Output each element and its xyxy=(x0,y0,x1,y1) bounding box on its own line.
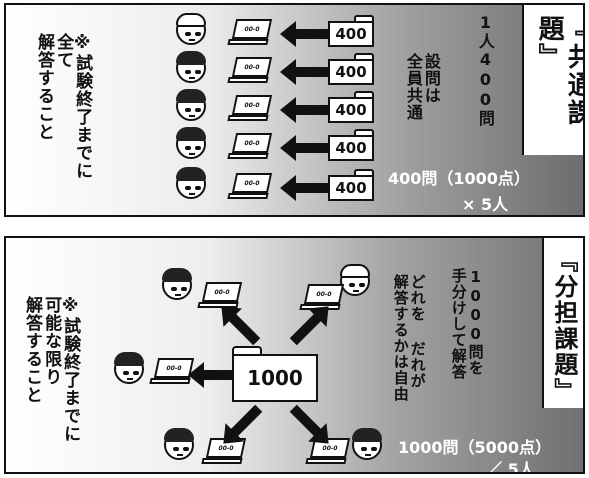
task-folder-1000: 1000 xyxy=(232,346,318,402)
laptop-2: 00-0 xyxy=(227,57,273,83)
laptop-5: 00-0 xyxy=(227,173,273,199)
panel-shared-task: ※試験終了までに 可能な限り 解答すること 00-0 00-0 00-0 00-… xyxy=(4,236,585,474)
member-face-tr xyxy=(340,264,370,296)
member-face-bl xyxy=(164,428,194,460)
arrow-up-right xyxy=(289,312,323,346)
arrow-down-left xyxy=(229,404,263,438)
bottom-caption-people: ／ 5人 xyxy=(486,460,535,474)
member-face-br xyxy=(352,428,382,460)
folder-5: 400 xyxy=(328,169,374,201)
member-face-1 xyxy=(176,13,206,45)
arrow-left xyxy=(188,362,236,388)
folder-1: 400 xyxy=(328,15,374,47)
top-title-box: 『共通課題』 xyxy=(522,5,585,155)
arrow-4 xyxy=(280,135,328,161)
arrow-down-right xyxy=(289,404,323,438)
bottom-title: 『分担課題』 xyxy=(549,248,578,404)
arrow-3 xyxy=(280,97,328,123)
member-face-left xyxy=(114,352,144,384)
bottom-note-text: ※試験終了までに 可能な限り 解答すること xyxy=(22,296,81,443)
bottom-title-box: 『分担課題』 xyxy=(542,238,583,408)
arrow-5 xyxy=(280,175,328,201)
panel-common-task: ※試験終了までに 全て 解答すること 00-0 400 00-0 400 00-… xyxy=(4,3,585,217)
arrow-1 xyxy=(280,21,328,47)
bottom-desc-line1: 1000問を 手分けして解答 xyxy=(449,268,485,380)
bottom-caption-count: 1000問（5000点） xyxy=(398,438,552,457)
top-desc-line2: 設問は 全員共通 xyxy=(403,53,441,121)
bottom-desc-line2: どれを だれが 解答するかは自由 xyxy=(391,274,427,402)
member-face-tl xyxy=(162,268,192,300)
member-face-4 xyxy=(176,127,206,159)
folder-3: 400 xyxy=(328,91,374,123)
top-caption-count: 400問（1000点） xyxy=(388,169,530,188)
laptop-3: 00-0 xyxy=(227,95,273,121)
top-desc-line1: 1人400問 xyxy=(475,13,495,127)
laptop-1: 00-0 xyxy=(227,19,273,45)
arrow-2 xyxy=(280,59,328,85)
top-title: 『共通課題』 xyxy=(534,15,585,127)
folder-4: 400 xyxy=(328,129,374,161)
top-caption-people: × 5人 xyxy=(462,195,509,214)
member-face-2 xyxy=(176,51,206,83)
member-face-5 xyxy=(176,167,206,199)
arrow-up-left xyxy=(227,312,261,346)
laptop-4: 00-0 xyxy=(227,133,273,159)
folder-2: 400 xyxy=(328,53,374,85)
member-face-3 xyxy=(176,89,206,121)
top-note-text: ※試験終了までに 全て 解答すること xyxy=(34,33,93,180)
